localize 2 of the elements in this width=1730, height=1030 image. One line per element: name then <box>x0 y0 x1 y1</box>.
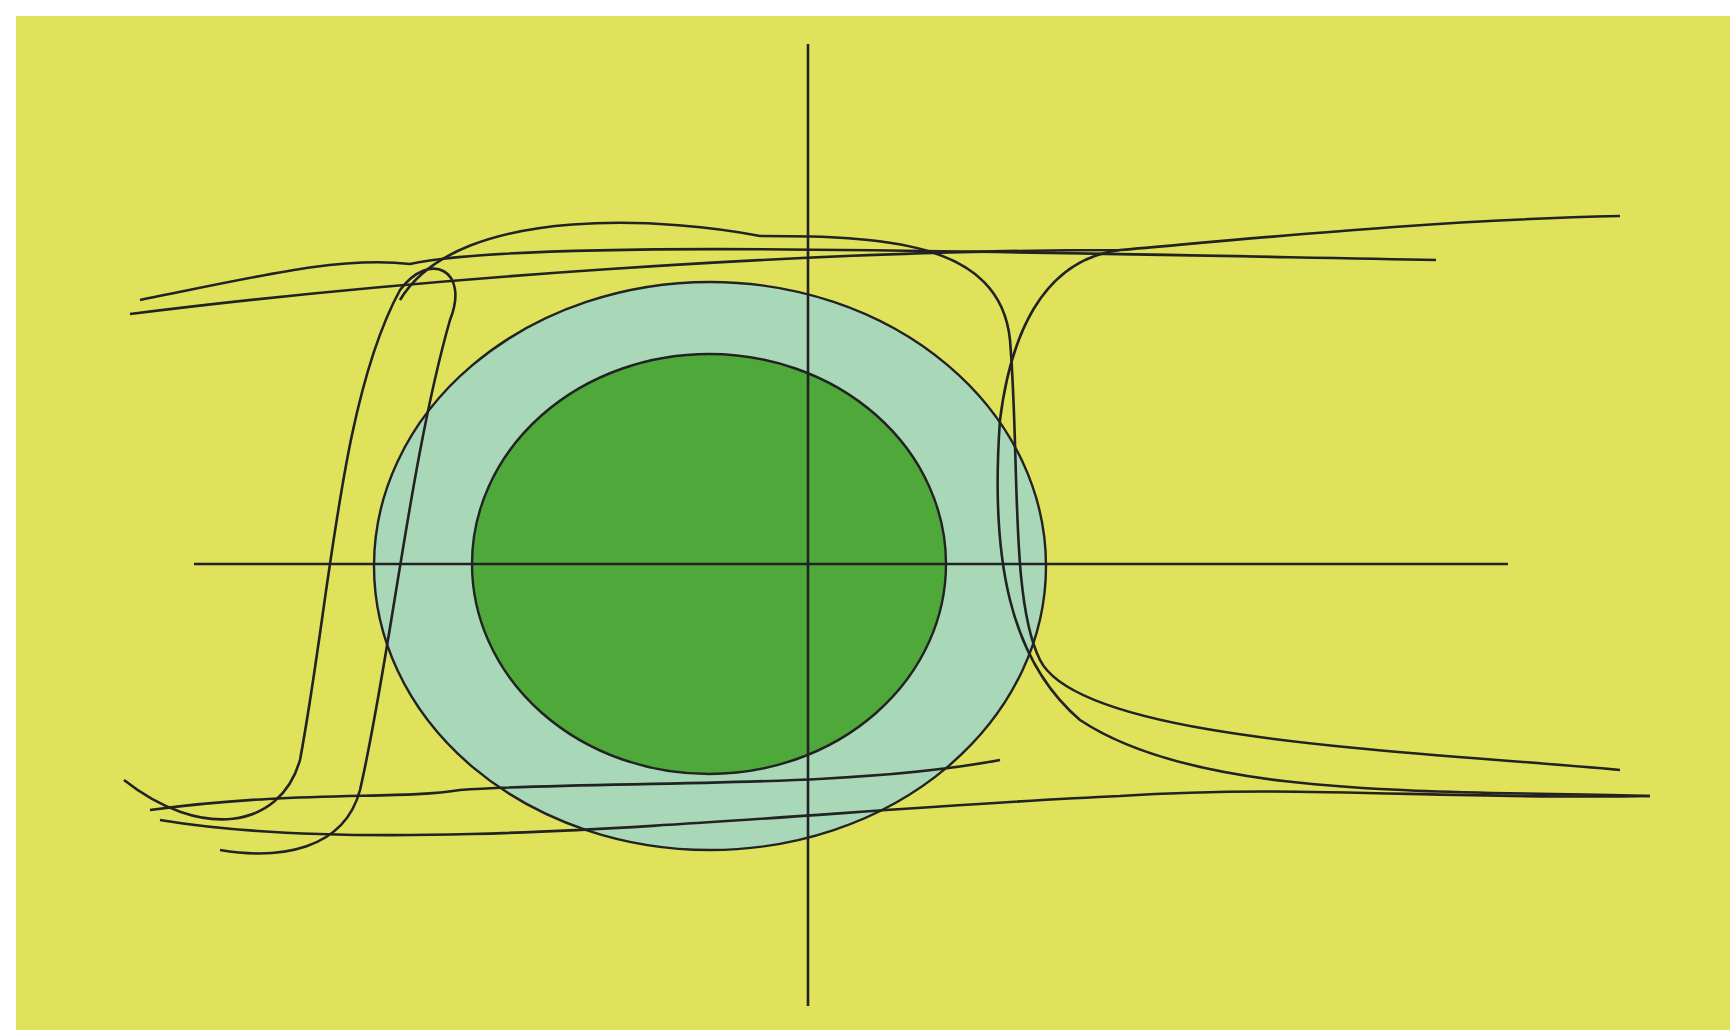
inner-ellipse <box>472 354 946 774</box>
outer-ellipse <box>374 282 1046 850</box>
